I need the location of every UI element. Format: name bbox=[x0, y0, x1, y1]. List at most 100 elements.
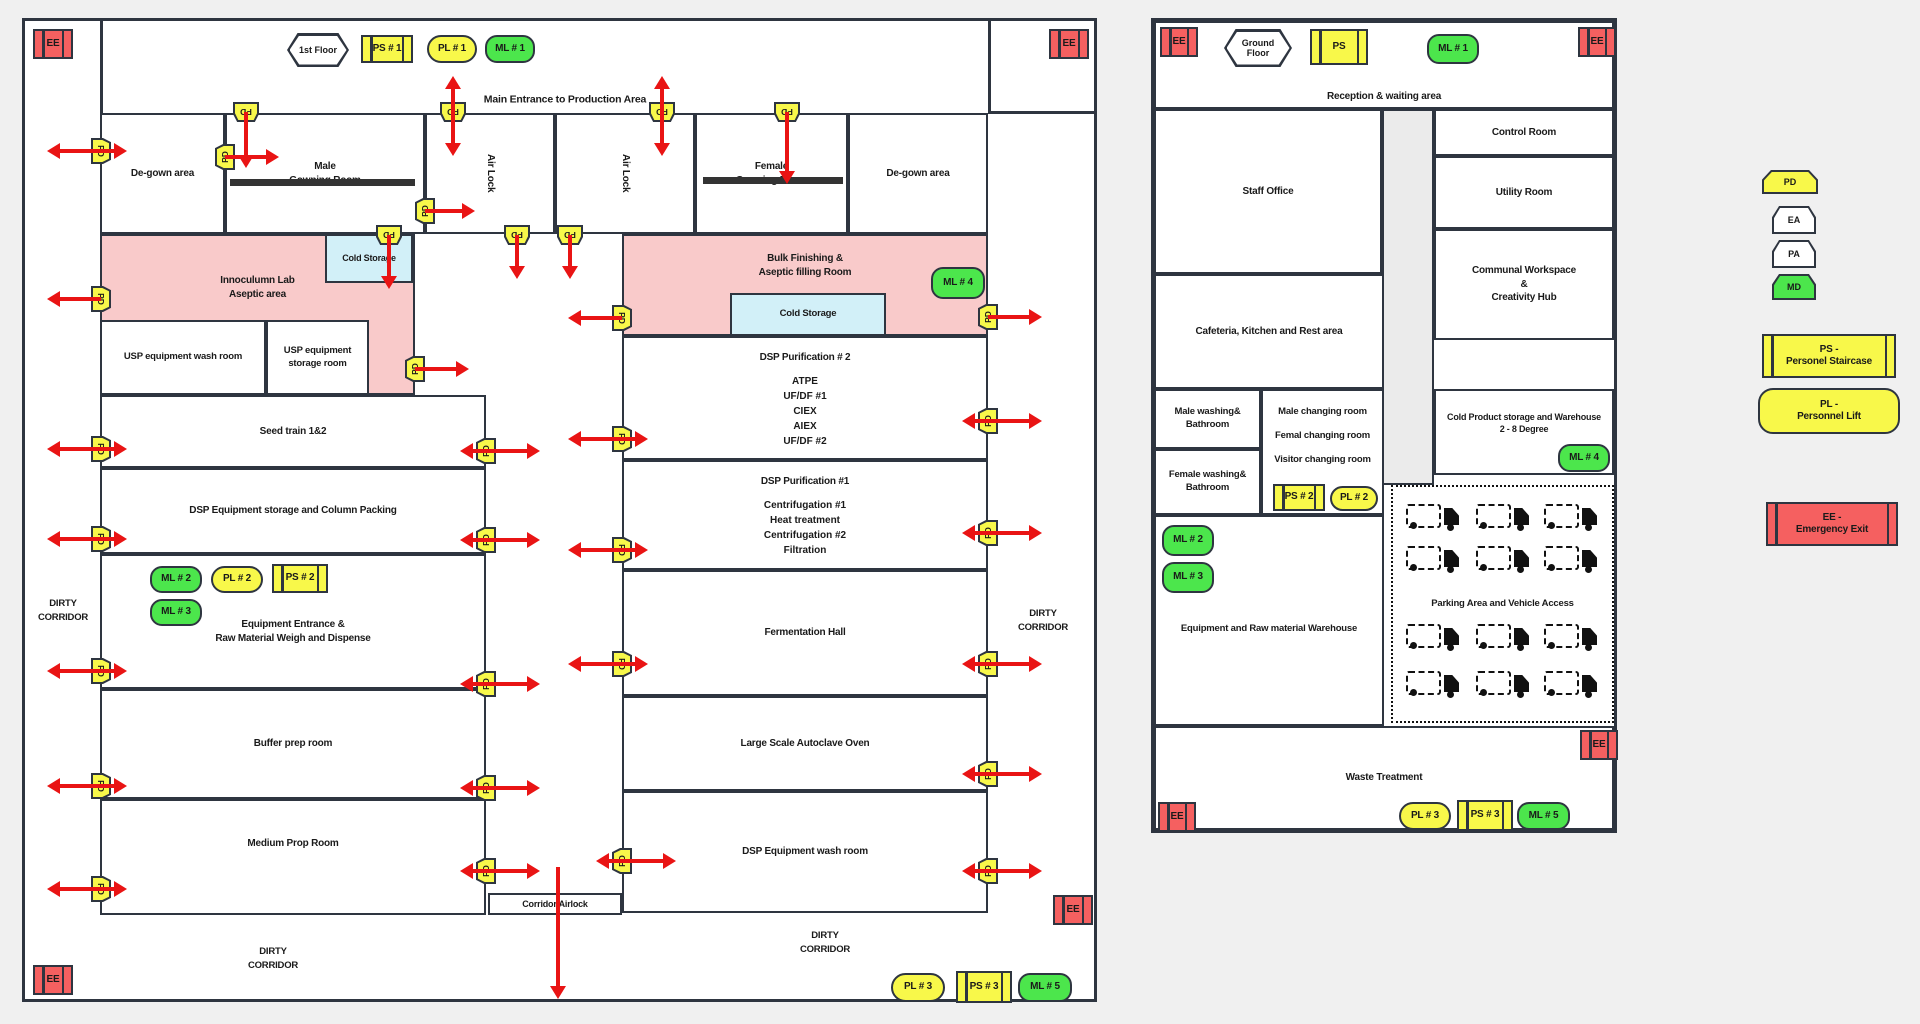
staircase-badge[interactable]: PS bbox=[1310, 29, 1368, 65]
staircase-badge[interactable]: PS # 1 bbox=[361, 35, 413, 63]
truck-icon[interactable] bbox=[1476, 621, 1532, 655]
material-lift-badge[interactable]: ML # 3 bbox=[150, 599, 202, 626]
utility-room-labels: Utility Room bbox=[1436, 186, 1612, 200]
floor-badge-1st-floor[interactable]: 1st Floor bbox=[287, 33, 349, 67]
room-male-gowning-room[interactable]: Male Gowning Room bbox=[225, 113, 425, 234]
room-de-gown-area-right[interactable]: De-gown area bbox=[848, 113, 988, 234]
communal-workspace-labels: Communal Workspace & Creativity Hub bbox=[1436, 264, 1612, 305]
room-parking-area[interactable]: Parking Area and Vehicle Access bbox=[1391, 485, 1614, 723]
material-lift-badge[interactable]: ML # 5 bbox=[1517, 802, 1570, 830]
emergency-exit-badge[interactable]: EE bbox=[1580, 730, 1618, 760]
room-air-lock-2[interactable]: Air Lock bbox=[555, 113, 695, 234]
room-seed-train[interactable]: Seed train 1&2 bbox=[100, 395, 486, 468]
truck-icon[interactable] bbox=[1406, 621, 1462, 655]
arrowhead-right bbox=[1029, 309, 1042, 325]
badge-label: ML # 1 bbox=[495, 42, 525, 54]
room-corridor-airlock[interactable]: Corridor Airlock bbox=[488, 893, 622, 915]
truck-icon[interactable] bbox=[1406, 501, 1462, 535]
room-control-room[interactable]: Control Room bbox=[1434, 109, 1614, 156]
truck-icon[interactable] bbox=[1476, 543, 1532, 577]
material-lift-badge[interactable]: ML # 4 bbox=[1558, 444, 1610, 472]
truck-icon[interactable] bbox=[1406, 668, 1462, 702]
badge-label: ML # 3 bbox=[1173, 571, 1203, 583]
truck-icon[interactable] bbox=[1476, 668, 1532, 702]
emergency-exit-badge[interactable]: EE bbox=[1160, 27, 1198, 57]
truck-wheel bbox=[1517, 524, 1524, 531]
legend-tag-pa[interactable]: PA bbox=[1772, 240, 1816, 268]
personnel-lift-badge[interactable]: PL # 3 bbox=[891, 973, 945, 1002]
emergency-exit-badge[interactable]: EE bbox=[33, 965, 73, 995]
personnel-lift-badge[interactable]: PL - Personnel Lift bbox=[1758, 388, 1900, 434]
material-lift-badge[interactable]: ML # 1 bbox=[485, 35, 535, 63]
truck-icon[interactable] bbox=[1544, 621, 1600, 655]
room-fermentation-hall[interactable]: Fermentation Hall bbox=[622, 570, 988, 696]
room-reception-waiting-area[interactable]: Reception & waiting area bbox=[1154, 21, 1614, 109]
stair-stripe bbox=[1771, 335, 1774, 377]
truck-icon[interactable] bbox=[1476, 501, 1532, 535]
staircase-badge[interactable]: PS - Personel Staircase bbox=[1762, 334, 1896, 378]
door-flow-arrow bbox=[451, 87, 455, 112]
emergency-exit-badge[interactable]: EE bbox=[1049, 29, 1089, 59]
material-lift-badge[interactable]: ML # 4 bbox=[931, 267, 985, 299]
room-cold-storage-bulk[interactable]: Cold Storage bbox=[730, 293, 886, 336]
floor-badge-ground-floor[interactable]: Ground Floor bbox=[1224, 29, 1292, 67]
room-cafeteria-kitchen-rest[interactable]: Cafeteria, Kitchen and Rest area bbox=[1154, 274, 1384, 389]
legend-tag-pd[interactable]: PD bbox=[1762, 170, 1818, 194]
room-usp-equipment-storage-room[interactable]: USP equipment storage room bbox=[266, 320, 369, 395]
emergency-exit-badge[interactable]: EE bbox=[1053, 895, 1093, 925]
room-staff-office[interactable]: Staff Office bbox=[1154, 109, 1382, 274]
room-usp-equipment-wash-room[interactable]: USP equipment wash room bbox=[100, 320, 266, 395]
room-air-lock-1[interactable]: Air Lock bbox=[425, 113, 555, 234]
truck-trailer bbox=[1406, 624, 1441, 648]
truck-trailer bbox=[1544, 546, 1579, 570]
legend-tag-md[interactable]: MD bbox=[1772, 274, 1816, 300]
personnel-lift-badge[interactable]: PL # 2 bbox=[1330, 486, 1378, 511]
legend-tag-ea[interactable]: EA bbox=[1772, 206, 1816, 234]
emergency-exit-badge[interactable]: EE bbox=[1578, 27, 1616, 57]
material-lift-badge[interactable]: ML # 5 bbox=[1018, 973, 1072, 1002]
material-lift-badge[interactable]: ML # 3 bbox=[1162, 562, 1214, 593]
room-de-gown-area-left[interactable]: De-gown area bbox=[100, 113, 225, 234]
staircase-badge[interactable]: PS # 3 bbox=[956, 971, 1012, 1003]
dsp-equipment-wash-room-label: DSP Equipment wash room bbox=[742, 846, 868, 858]
truck-icon[interactable] bbox=[1406, 543, 1462, 577]
badge-label: EE bbox=[1172, 35, 1186, 47]
badge-label: EE bbox=[1590, 35, 1604, 47]
door-flow-arrow bbox=[988, 531, 1031, 535]
door-flow-arrow bbox=[660, 112, 664, 145]
equipment-entrance-label: Equipment Entrance & Raw Material Weigh … bbox=[215, 619, 371, 644]
room-female-gowning-room[interactable]: Female Gowning Room bbox=[695, 113, 848, 234]
emergency-exit-badge[interactable]: EE bbox=[33, 29, 73, 59]
truck-trailer bbox=[1406, 671, 1441, 695]
material-lift-badge[interactable]: ML # 1 bbox=[1427, 34, 1479, 64]
staircase-badge[interactable]: PS # 2 bbox=[272, 564, 328, 593]
personnel-lift-badge[interactable]: PL # 2 bbox=[211, 566, 263, 593]
staircase-badge[interactable]: PS # 3 bbox=[1457, 800, 1513, 831]
door-flow-arrow bbox=[471, 786, 486, 790]
staircase-badge[interactable]: PS # 2 bbox=[1273, 484, 1325, 511]
emergency-exit-badge[interactable]: EE bbox=[1158, 802, 1196, 832]
room-large-scale-autoclave-oven[interactable]: Large Scale Autoclave Oven bbox=[622, 696, 988, 791]
material-lift-badge[interactable]: ML # 2 bbox=[1162, 525, 1214, 556]
room-corridor-strip[interactable] bbox=[1382, 109, 1434, 485]
room-female-washing-bathroom[interactable]: Female washing& Bathroom bbox=[1154, 449, 1261, 515]
room-buffer-prep-room[interactable]: Buffer prep room bbox=[100, 689, 486, 799]
room-utility-room[interactable]: Utility Room bbox=[1434, 156, 1614, 229]
material-lift-badge[interactable]: ML # 2 bbox=[150, 566, 202, 593]
truck-wheel bbox=[1447, 524, 1454, 531]
room-dsp-equipment-wash-room[interactable]: DSP Equipment wash room bbox=[622, 791, 988, 913]
truck-icon[interactable] bbox=[1544, 668, 1600, 702]
door-flow-arrow bbox=[58, 149, 101, 153]
personnel-lift-badge[interactable]: PL # 1 bbox=[427, 35, 477, 63]
truck-icon[interactable] bbox=[1544, 543, 1600, 577]
truck-icon[interactable] bbox=[1544, 501, 1600, 535]
emergency-exit-badge[interactable]: EE - Emergency Exit bbox=[1766, 502, 1898, 546]
room-male-washing-bathroom[interactable]: Male washing& Bathroom bbox=[1154, 389, 1261, 449]
room-dsp-equipment-storage-column-packing[interactable]: DSP Equipment storage and Column Packing bbox=[100, 468, 486, 554]
door-flow-arrow bbox=[425, 209, 464, 213]
personnel-lift-badge[interactable]: PL # 3 bbox=[1399, 802, 1451, 830]
room-communal-workspace[interactable]: Communal Workspace & Creativity Hub bbox=[1434, 229, 1614, 340]
room-medium-prop-room[interactable]: Medium Prop Room bbox=[100, 799, 486, 915]
